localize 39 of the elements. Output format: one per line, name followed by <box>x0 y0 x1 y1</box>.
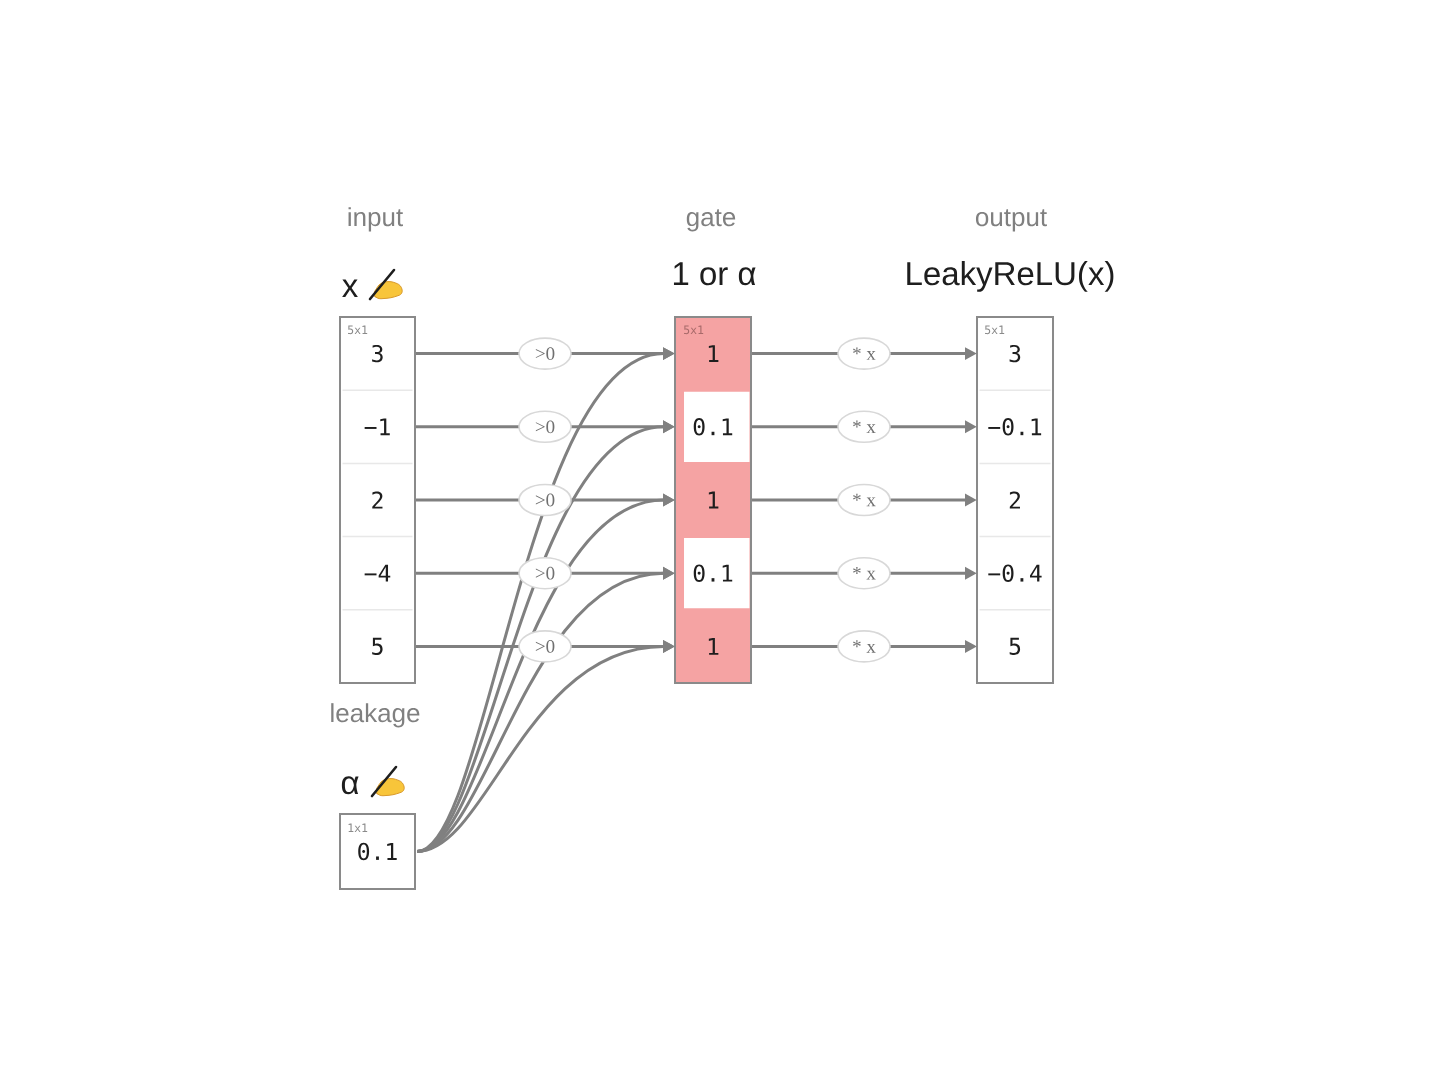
variable-label: x <box>342 279 358 297</box>
column-heading: gate <box>686 209 736 232</box>
matrix-cell: 1 <box>708 638 719 655</box>
matrix-cell: −4 <box>364 564 391 582</box>
matrix-cell: −1 <box>364 418 390 436</box>
matrix-cell: 1 <box>708 491 719 509</box>
column-heading: input <box>348 207 403 232</box>
shape-tag: 1x1 <box>348 823 368 832</box>
matrix-cell: 3 <box>372 344 383 363</box>
edge-label: * x <box>837 630 891 663</box>
edge-label: >0 <box>518 483 572 517</box>
matrix-cell: −0.4 <box>988 564 1042 582</box>
matrix-cell: 5 <box>372 637 383 655</box>
variable-label: 1 or α <box>673 262 756 286</box>
matrix-cell: 0.1 <box>684 538 750 609</box>
shape-tag: 5x1 <box>684 325 704 335</box>
matrix-cell: −0.1 <box>988 418 1042 436</box>
edge-label: * x <box>837 483 891 517</box>
variable-label: α <box>341 776 359 795</box>
edge-label: >0 <box>518 337 572 370</box>
shape-tag: 5x1 <box>348 325 368 335</box>
variable-label: LeakyReLU(x) <box>907 261 1114 292</box>
shape-tag: 5x1 <box>985 325 1005 335</box>
column-heading: output <box>975 209 1047 232</box>
column-heading: leakage <box>331 703 420 728</box>
matrix-cell: 2 <box>372 491 383 509</box>
edge-label: * x <box>837 337 891 370</box>
edge-label: >0 <box>518 410 572 444</box>
matrix-cell: 3 <box>1009 344 1021 363</box>
matrix-cell: 0.1 <box>684 391 750 462</box>
matrix-cell: 1 <box>708 345 719 362</box>
edge-label: * x <box>837 556 891 590</box>
edge-label: * x <box>837 410 891 444</box>
matrix-cell: 2 <box>1009 491 1020 509</box>
node-label: 0.1 <box>693 564 733 582</box>
node-label: 0.1 <box>693 418 733 436</box>
matrix-cell: 5 <box>1009 637 1021 655</box>
edge-label: >0 <box>518 630 572 663</box>
edge-label: >0 <box>518 556 572 590</box>
